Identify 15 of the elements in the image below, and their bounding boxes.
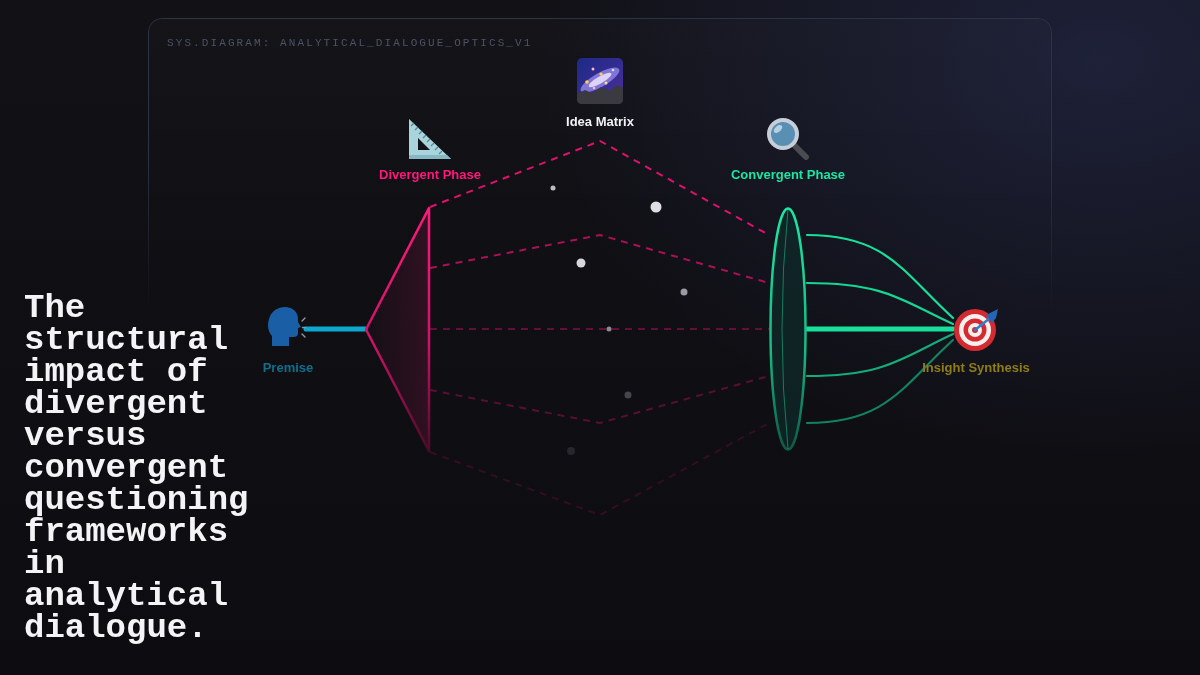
curved-connector [805, 332, 955, 378]
dashed-ray-line [429, 328, 770, 330]
glowing-beam-line [303, 326, 368, 332]
page-title: The structural impact of divergent versus convergent questioning frameworks in analytical dialogue. [24, 292, 250, 644]
curved-connector [805, 338, 955, 425]
system-header-text: SYS.DIAGRAM: ANALYTICAL_DIALOGUE_OPTICS_V1 [167, 36, 533, 50]
curved-connector [805, 281, 955, 326]
dashed-ray-line [429, 422, 770, 517]
stage-label: Divergent Phase [379, 167, 481, 182]
stage-label: Insight Synthesis [922, 360, 1030, 375]
curved-connector [805, 233, 955, 320]
glowing-beam-line [804, 326, 956, 332]
stage-label: Premise [262, 360, 314, 375]
stage-label: Idea Matrix [566, 114, 634, 129]
stage-label: Convergent Phase [730, 167, 846, 182]
